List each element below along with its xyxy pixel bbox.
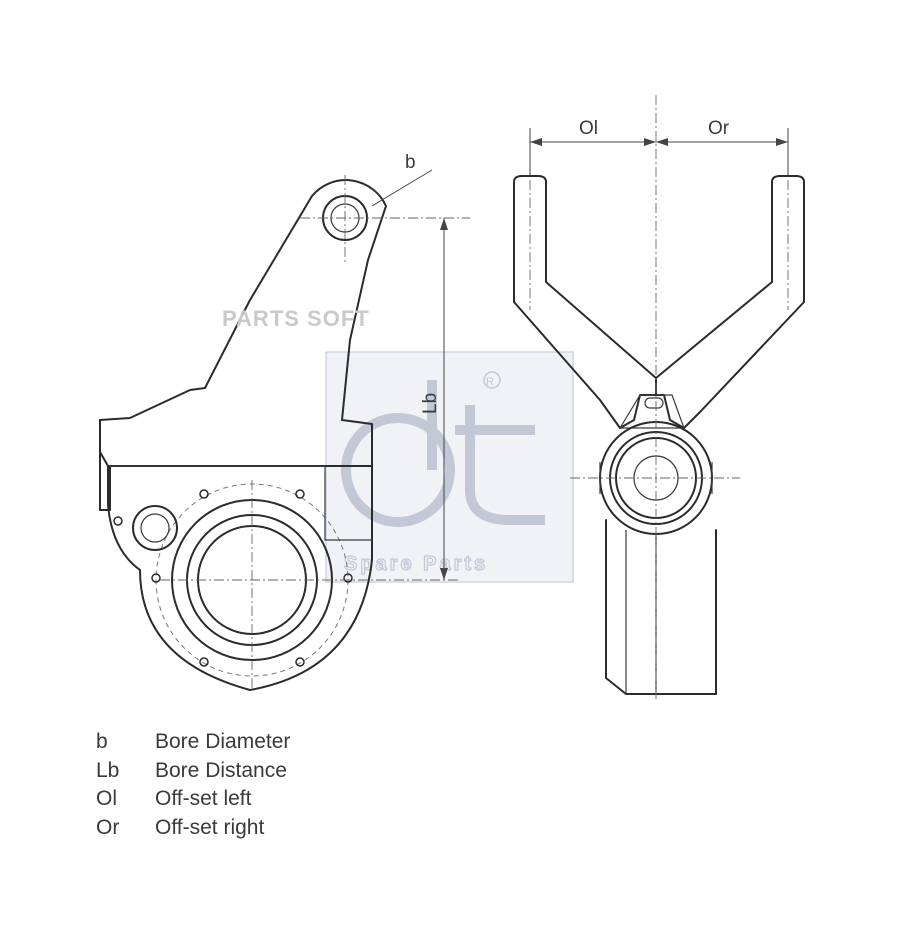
svg-text:R: R (486, 376, 494, 388)
worm-bore-inner (140, 513, 170, 543)
legend-row: Lb Bore Distance (96, 757, 290, 786)
lb-arrow-top (440, 218, 448, 230)
watermark-text: PARTS SOFT (222, 306, 370, 331)
neck (618, 394, 685, 429)
right-fork-arm (655, 175, 805, 429)
legend-row: b Bore Diameter (96, 728, 290, 757)
or-arrow-right (776, 138, 788, 146)
neck-slot (644, 397, 664, 409)
label-or: Or (708, 118, 730, 139)
or-arrow-left (656, 138, 668, 146)
lower-body (605, 519, 717, 695)
housing-upper (99, 419, 111, 511)
legend-text: Off-set left (155, 787, 252, 811)
label-b: b (405, 152, 416, 173)
label-lb: Lb (420, 393, 441, 414)
legend-symbol: Lb (96, 758, 120, 782)
legend-symbol: b (96, 730, 108, 754)
legend-text: Bore Diameter (155, 730, 291, 754)
label-ol: Ol (579, 118, 598, 139)
legend-row: Ol Off-set left (96, 785, 290, 814)
legend-symbol: Ol (96, 787, 117, 811)
ol-arrow-left (530, 138, 542, 146)
bolt-holes (113, 489, 353, 667)
logo-caption: Spare Parts (344, 553, 488, 575)
legend-row: Or Off-set right (96, 814, 290, 843)
legend-symbol: Or (96, 815, 120, 839)
legend: b Bore Diameter Lb Bore Distance Ol Off-… (96, 728, 290, 842)
legend-text: Off-set right (155, 815, 265, 839)
housing-lower (107, 465, 373, 691)
lb-arrow-bottom (440, 568, 448, 580)
ol-arrow-right (644, 138, 656, 146)
b-leader (371, 169, 433, 207)
worm-bore (132, 505, 178, 551)
side-view: b Lb (99, 152, 470, 691)
legend-text: Bore Distance (155, 758, 287, 782)
front-view: Ol Or (513, 95, 805, 700)
edge-plate (324, 466, 372, 541)
